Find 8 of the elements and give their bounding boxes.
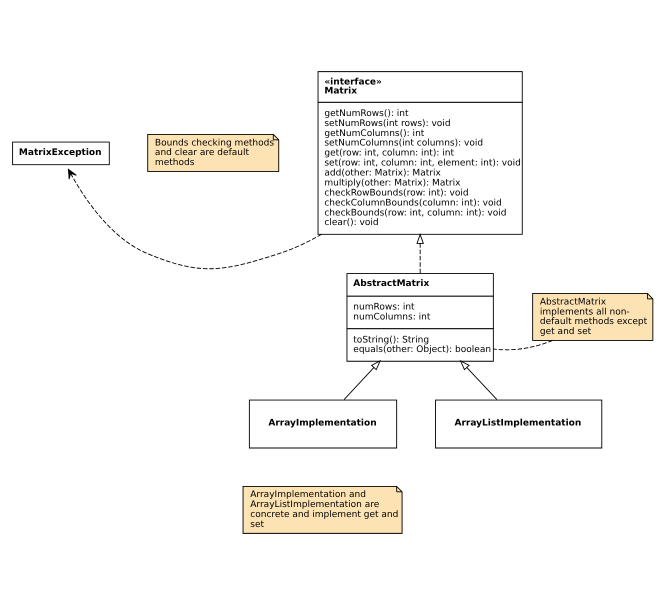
node-box: ArrayListImplementation [435,400,602,448]
node-box: MatrixException [12,142,110,166]
arrow [416,233,424,274]
node-box: ArrayImplementation [248,400,398,448]
connector [493,340,553,350]
arrow [460,360,498,400]
arrow [68,168,322,270]
arrow [344,360,382,400]
